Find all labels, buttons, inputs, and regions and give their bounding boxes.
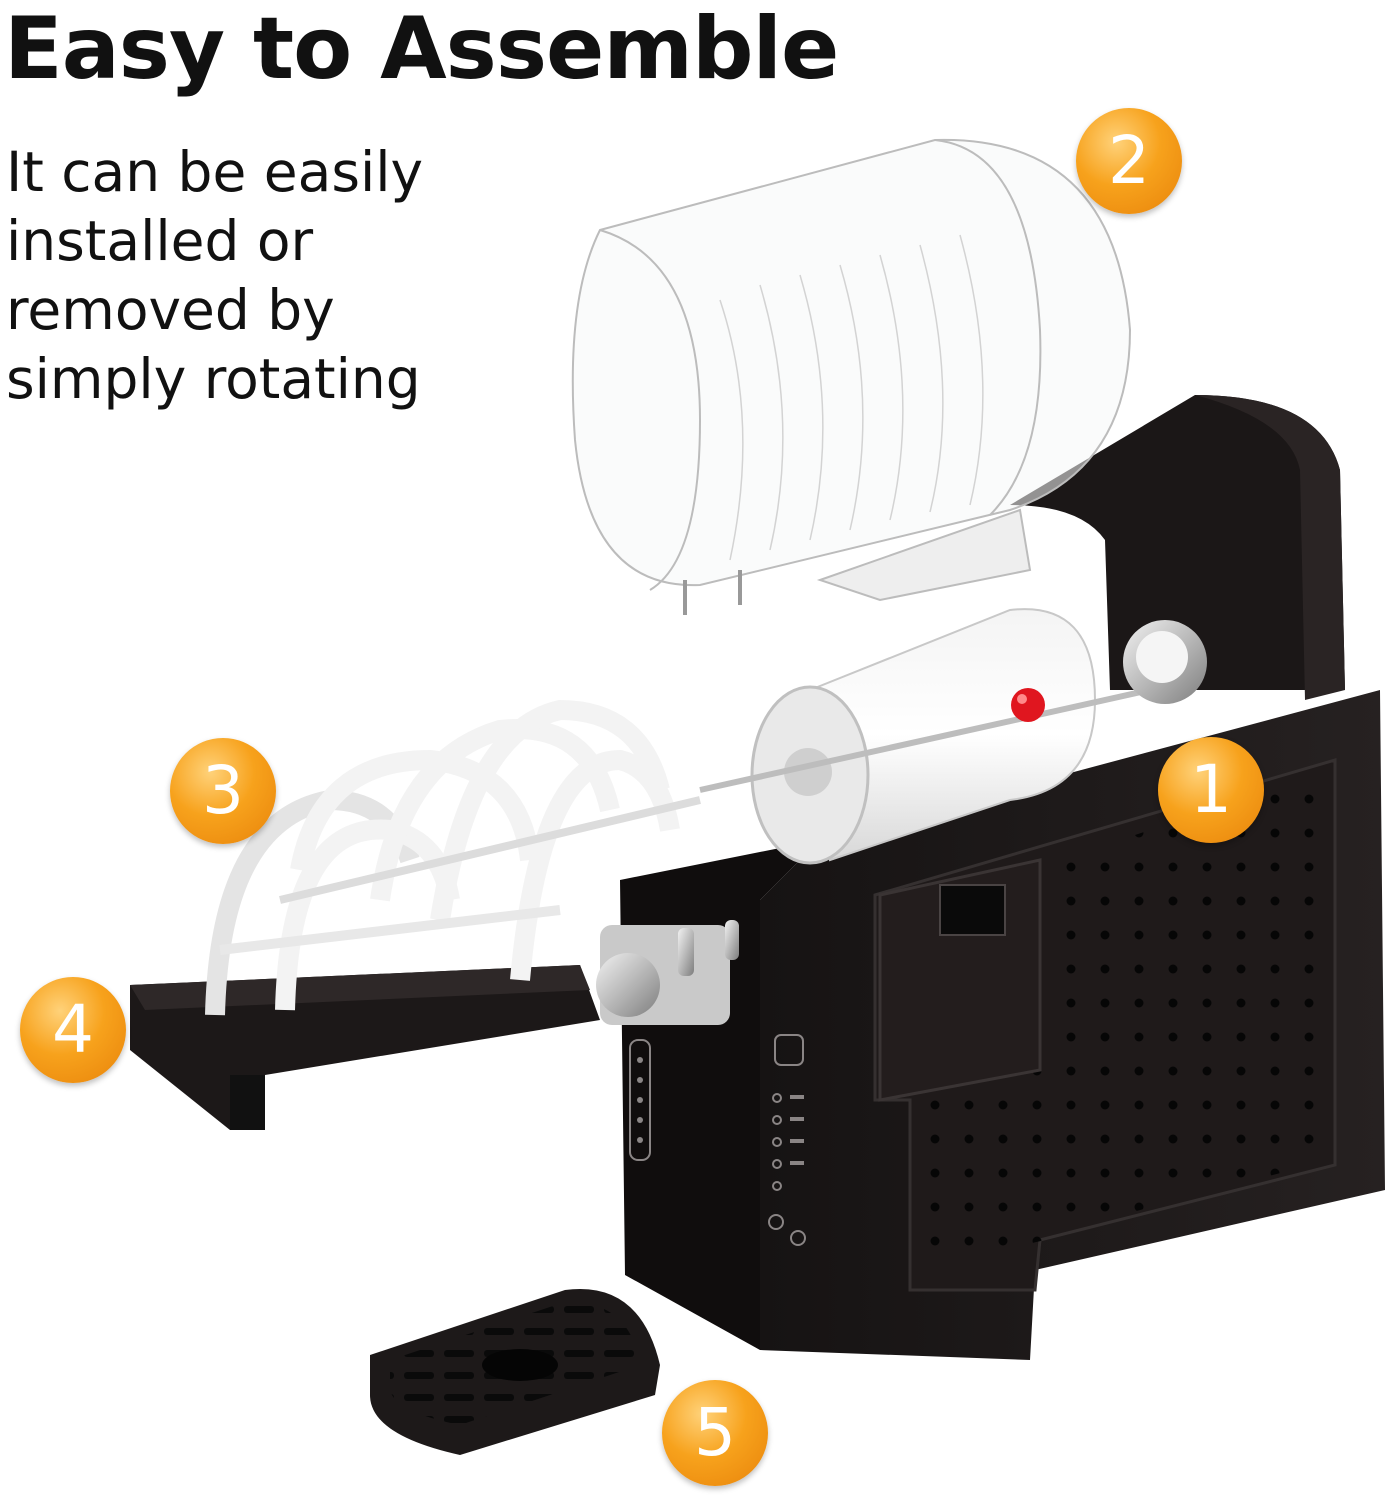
callout-badge-2: 2: [1076, 108, 1182, 214]
dispenser-tap: [596, 920, 739, 1025]
drip-channel: [130, 965, 600, 1130]
machine-body: [620, 690, 1385, 1360]
page-subtitle: It can be easily installed or removed by…: [6, 140, 424, 411]
callout-badge-3: 3: [170, 738, 276, 844]
spiral-auger: [205, 699, 701, 1016]
callout-badge-4: 4: [20, 977, 126, 1083]
clear-bowl: [571, 138, 1132, 615]
motor-housing: [1010, 395, 1345, 700]
callout-badge-1: 1: [1158, 737, 1264, 843]
evaporator-cylinder: [699, 608, 1207, 865]
drip-tray: [370, 1288, 660, 1455]
page-title: Easy to Assemble: [4, 0, 839, 99]
callout-badge-5: 5: [662, 1380, 768, 1486]
